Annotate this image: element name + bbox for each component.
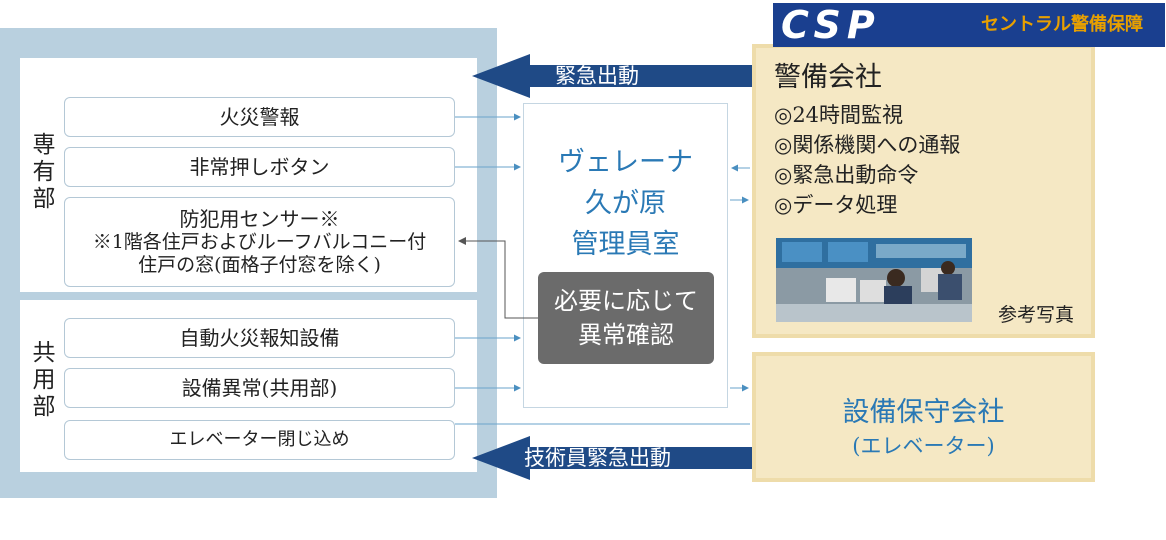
emergency-button-label: 非常押しボタン <box>189 155 330 179</box>
maintenance-company-subtitle: (エレベーター) <box>852 434 995 458</box>
security-sensor-box: 防犯用センサー※ ※1階各住戸およびルーフバルコニー付 住戸の窓(面格子付窓を除… <box>64 197 455 287</box>
management-name-line2: 久が原 <box>585 188 666 219</box>
security-item-3: ◎緊急出動命令 <box>774 163 919 187</box>
equipment-fault-label: 設備異常(共用部) <box>181 376 338 400</box>
common-area-label: 共 用 部 <box>32 340 56 420</box>
exclusive-area-label: 専 有 部 <box>32 132 56 212</box>
auto-fire-alarm-box: 自動火災報知設備 <box>64 318 455 358</box>
elevator-entrapment-box: エレベーター閉じ込め <box>64 420 455 460</box>
security-item-2: ◎関係機関への通報 <box>774 133 961 157</box>
check-to-sensor-connector <box>460 240 538 319</box>
fire-alarm-label: 火災警報 <box>219 105 300 129</box>
maintenance-company-title: 設備保守会社 <box>842 397 1005 428</box>
photo-caption: 参考写真 <box>998 304 1075 326</box>
security-sensor-note-1: ※1階各住戸およびルーフバルコニー付 <box>92 231 427 254</box>
security-sensor-label: 防犯用センサー※ <box>179 207 340 232</box>
emergency-button-box: 非常押しボタン <box>64 147 455 187</box>
elevator-entrapment-label: エレベーター閉じ込め <box>169 429 350 451</box>
management-name-line1: ヴェレーナ <box>558 147 693 178</box>
security-sensor-note-2: 住戸の窓(面格子付窓を除く) <box>138 254 381 276</box>
csp-logo-mark: CSP <box>781 3 881 47</box>
security-item-1: ◎24時間監視 <box>774 103 904 127</box>
check-line2: 異常確認 <box>578 321 674 349</box>
management-name-line3: 管理員室 <box>571 229 680 260</box>
check-line1: 必要に応じて <box>554 287 698 315</box>
tech-emergency-dispatch-arrow <box>472 436 752 480</box>
emergency-dispatch-arrow <box>472 54 752 98</box>
fire-alarm-box: 火災警報 <box>64 97 455 137</box>
maintenance-company-box <box>752 352 1095 482</box>
check-to-sensor-arrowhead <box>458 237 466 245</box>
security-company-title: 警備会社 <box>774 62 882 93</box>
equipment-fault-box: 設備異常(共用部) <box>64 368 455 408</box>
security-item-4: ◎データ処理 <box>774 193 898 217</box>
control-room-photo <box>776 238 972 322</box>
auto-fire-alarm-label: 自動火災報知設備 <box>179 326 340 350</box>
tech-emergency-dispatch-label: 技術員緊急出動 <box>524 446 671 470</box>
emergency-dispatch-label: 緊急出動 <box>555 64 639 88</box>
csp-logo-company: セントラル警備保障 <box>981 14 1143 35</box>
check-if-needed-box: 必要に応じて 異常確認 <box>538 272 714 364</box>
csp-logo: CSP セントラル警備保障 <box>773 3 1165 47</box>
